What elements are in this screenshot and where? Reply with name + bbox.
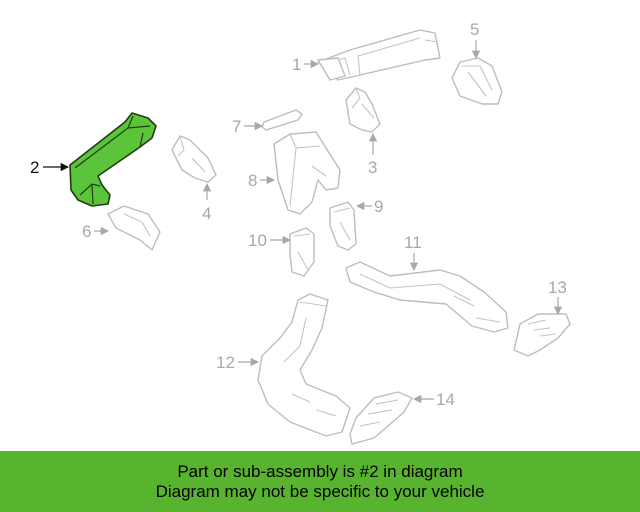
callout-4: 4 <box>202 204 211 223</box>
part-13-connector[interactable] <box>513 313 571 357</box>
part-5-vent[interactable] <box>451 57 503 105</box>
callout-8: 8 <box>248 171 257 190</box>
callout-9: 9 <box>374 197 383 216</box>
callout-7: 7 <box>232 117 241 136</box>
info-banner: Part or sub-assembly is #2 in diagram Di… <box>0 451 640 512</box>
callout-1: 1 <box>292 55 301 74</box>
banner-line-1: Part or sub-assembly is #2 in diagram <box>177 461 463 481</box>
part-9-vent[interactable] <box>329 201 357 251</box>
callout-14: 14 <box>436 390 455 409</box>
part-14-connector[interactable] <box>349 391 413 445</box>
part-6-bracket[interactable] <box>107 205 161 251</box>
part-1-duct[interactable] <box>317 29 441 81</box>
parts-diagram: 1 2 3 4 5 6 7 8 <box>30 20 571 445</box>
part-8-duct[interactable] <box>273 131 341 215</box>
part-12-duct[interactable] <box>257 293 351 437</box>
callout-6: 6 <box>82 222 91 241</box>
callout-12: 12 <box>216 353 235 372</box>
banner-line-2: Diagram may not be specific to your vehi… <box>155 481 485 501</box>
part-2-duct-highlighted[interactable] <box>69 112 157 207</box>
callout-3: 3 <box>368 158 377 177</box>
callout-5: 5 <box>470 20 479 39</box>
part-10-vent[interactable] <box>289 227 315 277</box>
callout-2: 2 <box>30 158 39 177</box>
callout-10: 10 <box>248 231 267 250</box>
part-7-clip[interactable] <box>261 109 303 131</box>
part-11-duct[interactable] <box>345 261 509 333</box>
part-4-bracket[interactable] <box>171 135 217 183</box>
callout-11: 11 <box>404 233 422 252</box>
callout-13: 13 <box>548 278 567 297</box>
part-3-vent[interactable] <box>345 87 381 133</box>
